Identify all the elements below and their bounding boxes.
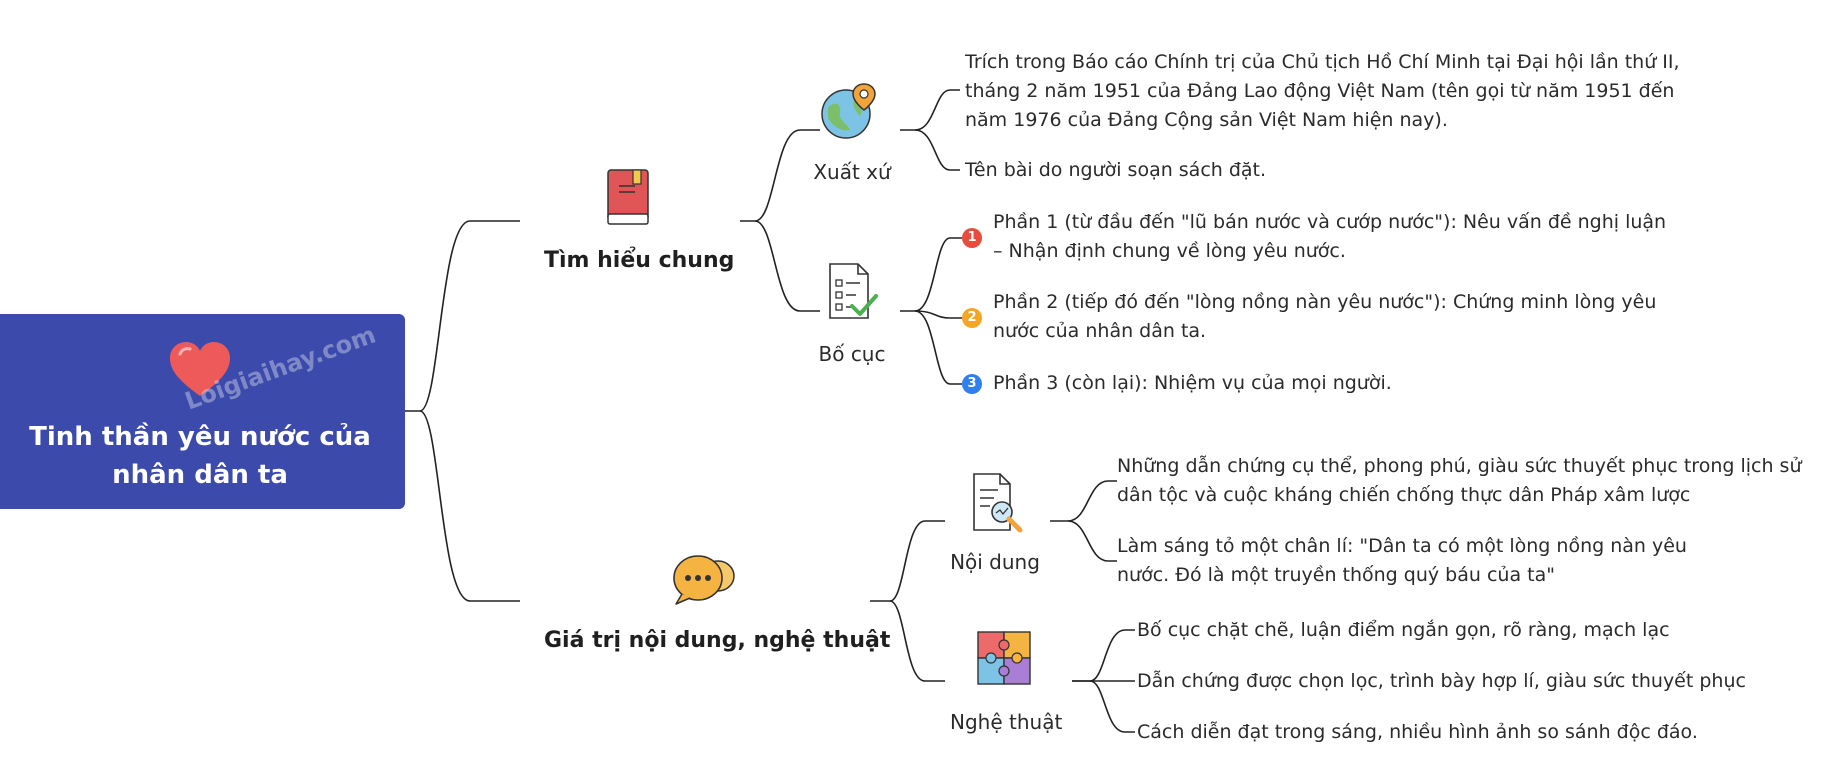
root-title: Tinh thần yêu nước của nhân dân ta [0,418,400,494]
leaf-xuat-xu-1: Trích trong Báo cáo Chính trị của Chủ tị… [965,51,1680,131]
leaf-bo-cuc-2: Phần 2 (tiếp đó đến "lòng nồng nàn yêu n… [993,291,1657,342]
leaf-bo-cuc-3: Phần 3 (còn lại): Nhiệm vụ của mọi người… [993,372,1392,394]
node-nghe-thuat[interactable]: Nghệ thuật [950,710,1063,734]
branch-gia-tri[interactable]: Giá trị nội dung, nghệ thuật [544,628,891,653]
leaf-xuat-xu-2: Tên bài do người soạn sách đặt. [965,159,1267,181]
leaf-nghe-thuat-1: Bố cục chặt chẽ, luận điểm ngắn gọn, rõ … [1137,619,1670,641]
chat-bubbles-icon [673,555,735,605]
leaf-nghe-thuat-3: Cách diễn đạt trong sáng, nhiều hình ảnh… [1137,721,1698,743]
badge-3: 3 [962,374,982,394]
heart-icon [170,342,230,396]
document-search-icon [973,473,1023,533]
leaf-noi-dung-2: Làm sáng tỏ một chân lí: "Dân ta có một … [1117,535,1687,586]
badge-1: 1 [962,228,982,248]
checklist-icon [829,263,878,319]
root-node[interactable]: Loigiaihay.com Tinh thần yêu nước của nh… [0,314,405,509]
node-xuat-xu[interactable]: Xuất xứ [813,160,891,184]
globe-pin-icon [821,83,876,139]
leaf-bo-cuc-1: Phần 1 (từ đầu đến "lũ bán nước và cướp … [993,211,1667,262]
node-bo-cuc[interactable]: Bố cục [818,342,886,366]
leaf-noi-dung-1: Những dẫn chứng cụ thể, phong phú, giàu … [1117,455,1802,506]
puzzle-icon [977,631,1031,685]
root-title-line1: Tinh thần yêu nước của [29,422,371,452]
book-icon [607,169,649,225]
root-title-line2: nhân dân ta [112,460,288,490]
node-noi-dung[interactable]: Nội dung [950,550,1040,574]
badge-2: 2 [962,308,982,328]
branch-tim-hieu-chung[interactable]: Tìm hiểu chung [544,248,735,273]
leaf-nghe-thuat-2: Dẫn chứng được chọn lọc, trình bày hợp l… [1137,670,1746,692]
